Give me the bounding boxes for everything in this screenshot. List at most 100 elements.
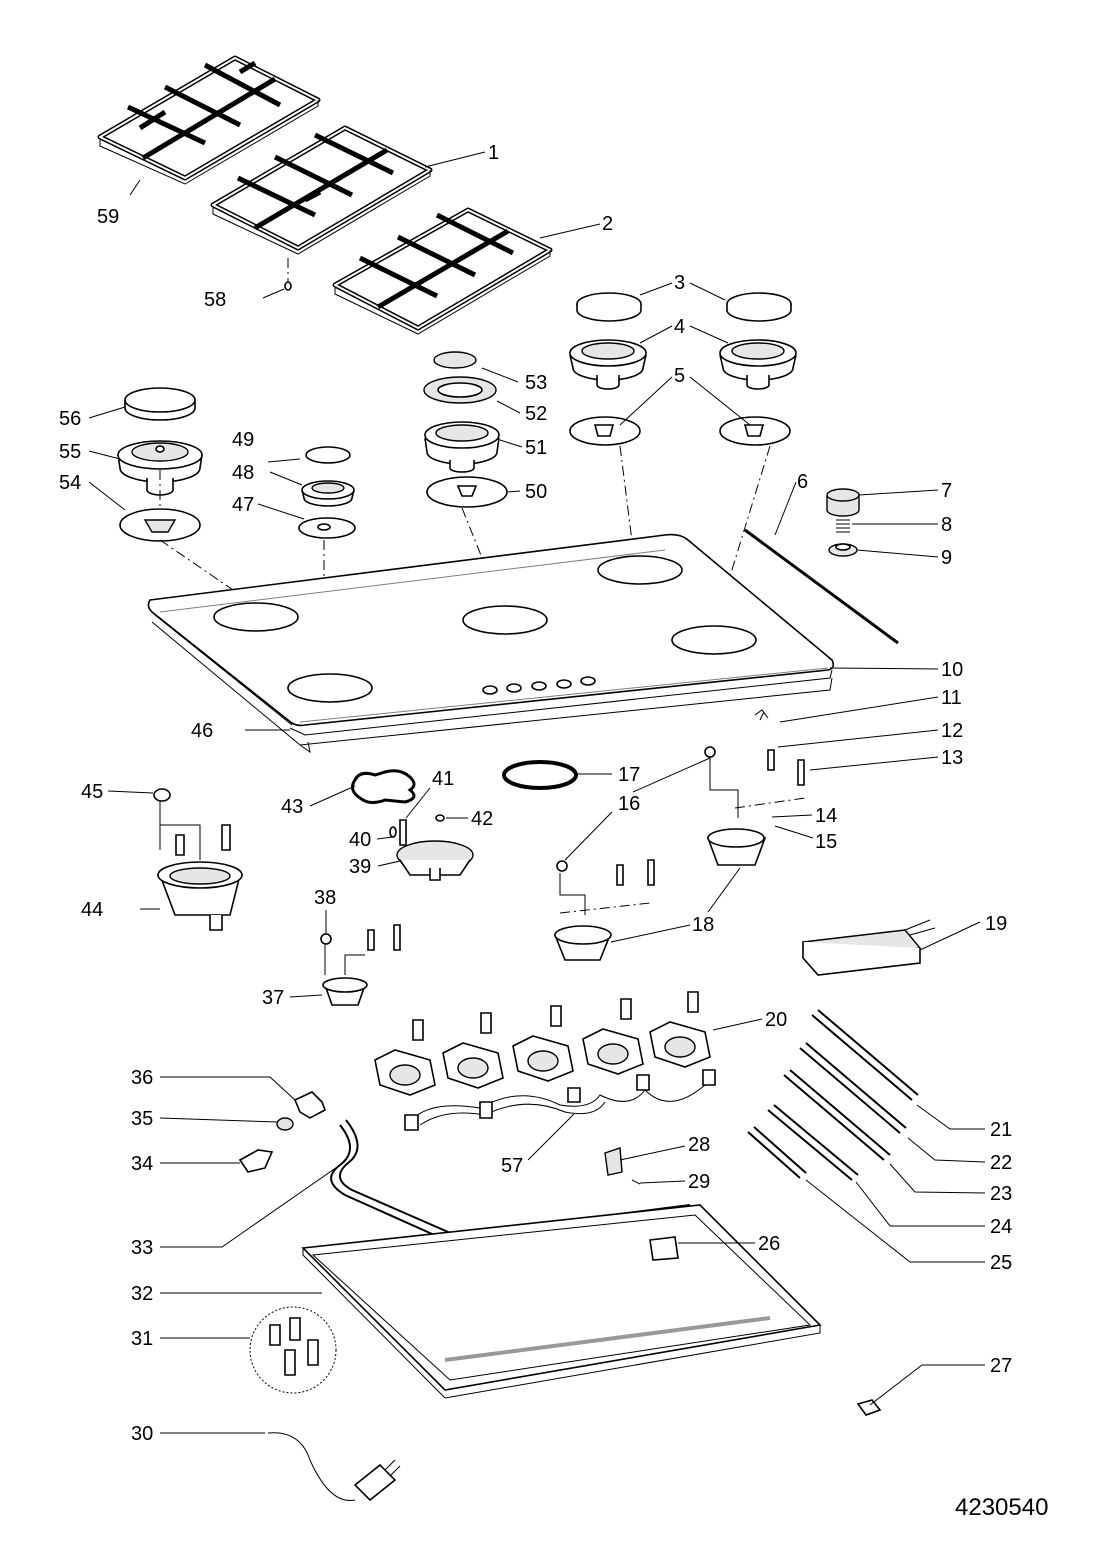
callout-21: 21: [990, 1119, 1012, 1141]
burner-body-39: [389, 814, 474, 881]
callout-35: 35: [131, 1108, 153, 1130]
callout-7: 7: [941, 480, 952, 502]
callout-18: 18: [692, 914, 714, 936]
cup-upper-right: [704, 746, 806, 866]
burner-cap-49: [305, 446, 351, 464]
callout-20: 20: [765, 1009, 787, 1031]
callout-55: 55: [59, 441, 81, 463]
callout-23: 23: [990, 1183, 1012, 1205]
callout-58: 58: [204, 289, 226, 311]
burner-base-54: [119, 508, 201, 542]
callout-48: 48: [232, 462, 254, 484]
hob-top-10: [147, 533, 835, 736]
ignition-unit-19: [801, 919, 936, 976]
callout-29: 29: [688, 1171, 710, 1193]
pan-support-59: [97, 55, 321, 185]
burner-caps-3: [576, 292, 792, 322]
callout-16: 16: [618, 793, 640, 815]
callout-51: 51: [525, 437, 547, 459]
callout-26: 26: [758, 1233, 780, 1255]
callout-19: 19: [985, 913, 1007, 935]
callout-12: 12: [941, 720, 963, 742]
callout-45: 45: [81, 781, 103, 803]
callout-25: 25: [990, 1252, 1012, 1274]
hob-frame-46: [151, 621, 833, 754]
callout-2: 2: [602, 213, 613, 235]
burner-bases-5: [569, 416, 791, 446]
callout-47: 47: [232, 494, 254, 516]
callout-33: 33: [131, 1237, 153, 1259]
callout-34: 34: [131, 1153, 153, 1175]
callout-57: 57: [501, 1155, 523, 1177]
bottom-tray-32: [301, 1204, 822, 1399]
burner-base-50: [426, 476, 508, 508]
gas-pipes-21-25: [747, 1009, 919, 1181]
callout-1: 1: [488, 142, 499, 164]
pan-support-2: [332, 207, 553, 335]
cup-18: [553, 859, 655, 961]
callout-labels: 1 2 3 4 5 6 7 8 9 10 11 12 13 14 15 16 1…: [59, 142, 1012, 1445]
clip-11: [754, 709, 769, 721]
gas-taps-20: [374, 991, 711, 1096]
callout-9: 9: [941, 547, 952, 569]
callout-22: 22: [990, 1152, 1012, 1174]
cup-37: [320, 924, 401, 1006]
callout-37: 37: [262, 987, 284, 1009]
callout-38: 38: [314, 887, 336, 909]
callout-24: 24: [990, 1216, 1012, 1238]
seal-strip-6: [744, 528, 899, 645]
clip-27: [856, 1399, 882, 1416]
callout-28: 28: [688, 1134, 710, 1156]
callout-36: 36: [131, 1067, 153, 1089]
cup-44: [153, 788, 243, 931]
callout-54: 54: [59, 472, 81, 494]
callout-3: 3: [674, 272, 685, 294]
callout-4: 4: [674, 316, 685, 338]
callout-10: 10: [941, 659, 963, 681]
burner-cap-53: [433, 351, 477, 369]
callout-52: 52: [525, 403, 547, 425]
callout-5: 5: [674, 365, 685, 387]
callout-39: 39: [349, 856, 371, 878]
power-cord-30: [267, 1432, 401, 1502]
burner-head-55: [117, 440, 203, 496]
callout-13: 13: [941, 747, 963, 769]
callout-40: 40: [349, 829, 371, 851]
burner-head-51: [424, 421, 500, 473]
burner-base-47: [298, 517, 356, 539]
callout-32: 32: [131, 1283, 153, 1305]
callout-27: 27: [990, 1355, 1012, 1377]
burner-cap-56: [124, 387, 196, 421]
callout-17: 17: [618, 764, 640, 786]
burner-heads-4: [569, 339, 797, 390]
callout-59: 59: [97, 206, 119, 228]
seal-17: [502, 760, 578, 790]
callout-44: 44: [81, 899, 103, 921]
burner-ring-52: [423, 376, 497, 404]
bracket-28-29: [604, 1147, 641, 1185]
callout-31: 31: [131, 1328, 153, 1350]
callout-6: 6: [797, 471, 808, 493]
wiring-57: [404, 1069, 716, 1131]
burner-head-48: [301, 480, 355, 507]
grate-foot-58: [284, 258, 292, 291]
leader-lines: [88, 151, 986, 1434]
knob-parts-7-8-9: [826, 488, 860, 557]
callout-8: 8: [941, 514, 952, 536]
drawing-code: 4230540: [955, 1494, 1048, 1521]
pan-support-1: [210, 125, 433, 255]
callout-42: 42: [471, 808, 493, 830]
callout-49: 49: [232, 429, 254, 451]
callout-30: 30: [131, 1423, 153, 1445]
callout-53: 53: [525, 372, 547, 394]
callout-56: 56: [59, 408, 81, 430]
seal-43: [350, 769, 416, 805]
callout-41: 41: [432, 768, 454, 790]
callout-50: 50: [525, 481, 547, 503]
callout-15: 15: [815, 831, 837, 853]
callout-14: 14: [815, 805, 837, 827]
callout-43: 43: [281, 796, 303, 818]
callout-11: 11: [941, 687, 962, 709]
callout-46: 46: [191, 720, 213, 742]
